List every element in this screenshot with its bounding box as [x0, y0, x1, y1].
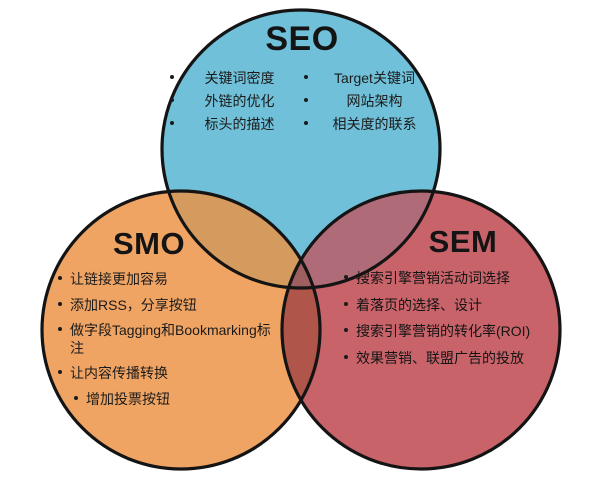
smo-item-label: 添加RSS，分享按钮: [70, 296, 197, 313]
smo-list-item: 做字段Tagging和Bookmarking标注: [58, 322, 274, 357]
bullet-dot-icon: [304, 98, 308, 103]
seo-list-item: 相关度的联系: [304, 116, 434, 132]
seo-sem-overlap: [282, 191, 440, 288]
sem-circle-outline: [280, 189, 562, 471]
bullet-dot-icon: [170, 121, 174, 126]
seo-list-item: 标头的描述: [170, 116, 298, 132]
bullet-dot-icon: [344, 301, 348, 306]
seo-item-columns: 关键词密度 外链的优化 标头的描述 Target关键词: [163, 70, 441, 132]
smo-list-item: 让内容传播转换: [58, 365, 274, 383]
seo-item-label: Target关键词: [334, 70, 415, 86]
seo-list-item: 外链的优化: [170, 93, 298, 109]
bullet-dot-icon: [58, 370, 62, 374]
sem-item-label: 搜索引擎营销活动词选择: [356, 270, 510, 286]
bullet-dot-icon: [58, 327, 62, 331]
sem-item-label: 效果营销、联盟广告的投放: [356, 349, 524, 366]
bullet-dot-icon: [344, 328, 348, 332]
seo-circle-outline: [160, 8, 442, 290]
seo-column-right: Target关键词 网站架构 相关度的联系: [304, 70, 434, 132]
bullet-dot-icon: [344, 354, 348, 359]
smo-list-item: 添加RSS，分享按钮: [58, 297, 274, 315]
seo-item-label: 相关度的联系: [332, 116, 417, 133]
smo-group: SMO 让链接更加容易 添加RSS，分享按钮 做字段Tagging和Bookma…: [48, 228, 274, 408]
bullet-dot-icon: [344, 275, 348, 279]
sem-item-list: 搜索引擎营销活动词选择 着落页的选择、设计 搜索引擎营销的转化率(ROI) 效果…: [332, 270, 568, 367]
seo-column-left: 关键词密度 外链的优化 标头的描述: [170, 70, 298, 132]
smo-circle-outline: [40, 189, 322, 471]
smo-item-label: 让内容传播转换: [70, 365, 168, 381]
seo-item-label: 外链的优化: [204, 93, 275, 110]
smo-list-item: 让链接更加容易: [58, 271, 274, 289]
bullet-dot-icon: [170, 75, 174, 79]
smo-list-item: 增加投票按钮: [58, 391, 274, 409]
bullet-dot-icon: [304, 75, 308, 79]
sem-list-item: 着落页的选择、设计: [344, 297, 568, 315]
bullet-dot-icon: [58, 301, 62, 306]
seo-group: SEO 关键词密度 外链的优化 标头的描述: [163, 22, 441, 132]
smo-item-label: 增加投票按钮: [86, 390, 170, 407]
sem-item-label: 搜索引擎营销的转化率(ROI): [356, 323, 531, 339]
sem-list-item: 搜索引擎营销的转化率(ROI): [344, 323, 568, 341]
smo-item-list: 让链接更加容易 添加RSS，分享按钮 做字段Tagging和Bookmarkin…: [48, 271, 274, 408]
seo-title: SEO: [265, 20, 339, 58]
sem-group: SEM 搜索引擎营销活动词选择 着落页的选择、设计 搜索引擎营销的转化率(ROI…: [332, 226, 568, 367]
bullet-dot-icon: [74, 395, 78, 400]
seo-list-item: 关键词密度: [170, 70, 298, 86]
smo-item-label: 做字段Tagging和Bookmarking标注: [70, 322, 271, 356]
sem-title: SEM: [428, 224, 498, 259]
seo-item-label: 关键词密度: [204, 70, 275, 86]
seo-list-item: Target关键词: [304, 70, 434, 86]
smo-title: SMO: [112, 226, 186, 261]
sem-list-item: 搜索引擎营销活动词选择: [344, 270, 568, 288]
bullet-dot-icon: [58, 276, 62, 280]
smo-item-label: 让链接更加容易: [70, 271, 168, 287]
seo-list-item: 网站架构: [304, 93, 434, 109]
seo-item-label: 标头的描述: [204, 116, 275, 133]
bullet-dot-icon: [170, 98, 174, 103]
bullet-dot-icon: [304, 121, 308, 126]
seo-item-label: 网站架构: [346, 93, 403, 110]
seo-smo-overlap: [162, 191, 320, 288]
sem-item-label: 着落页的选择、设计: [356, 296, 482, 313]
sem-list-item: 效果营销、联盟广告的投放: [344, 350, 568, 368]
